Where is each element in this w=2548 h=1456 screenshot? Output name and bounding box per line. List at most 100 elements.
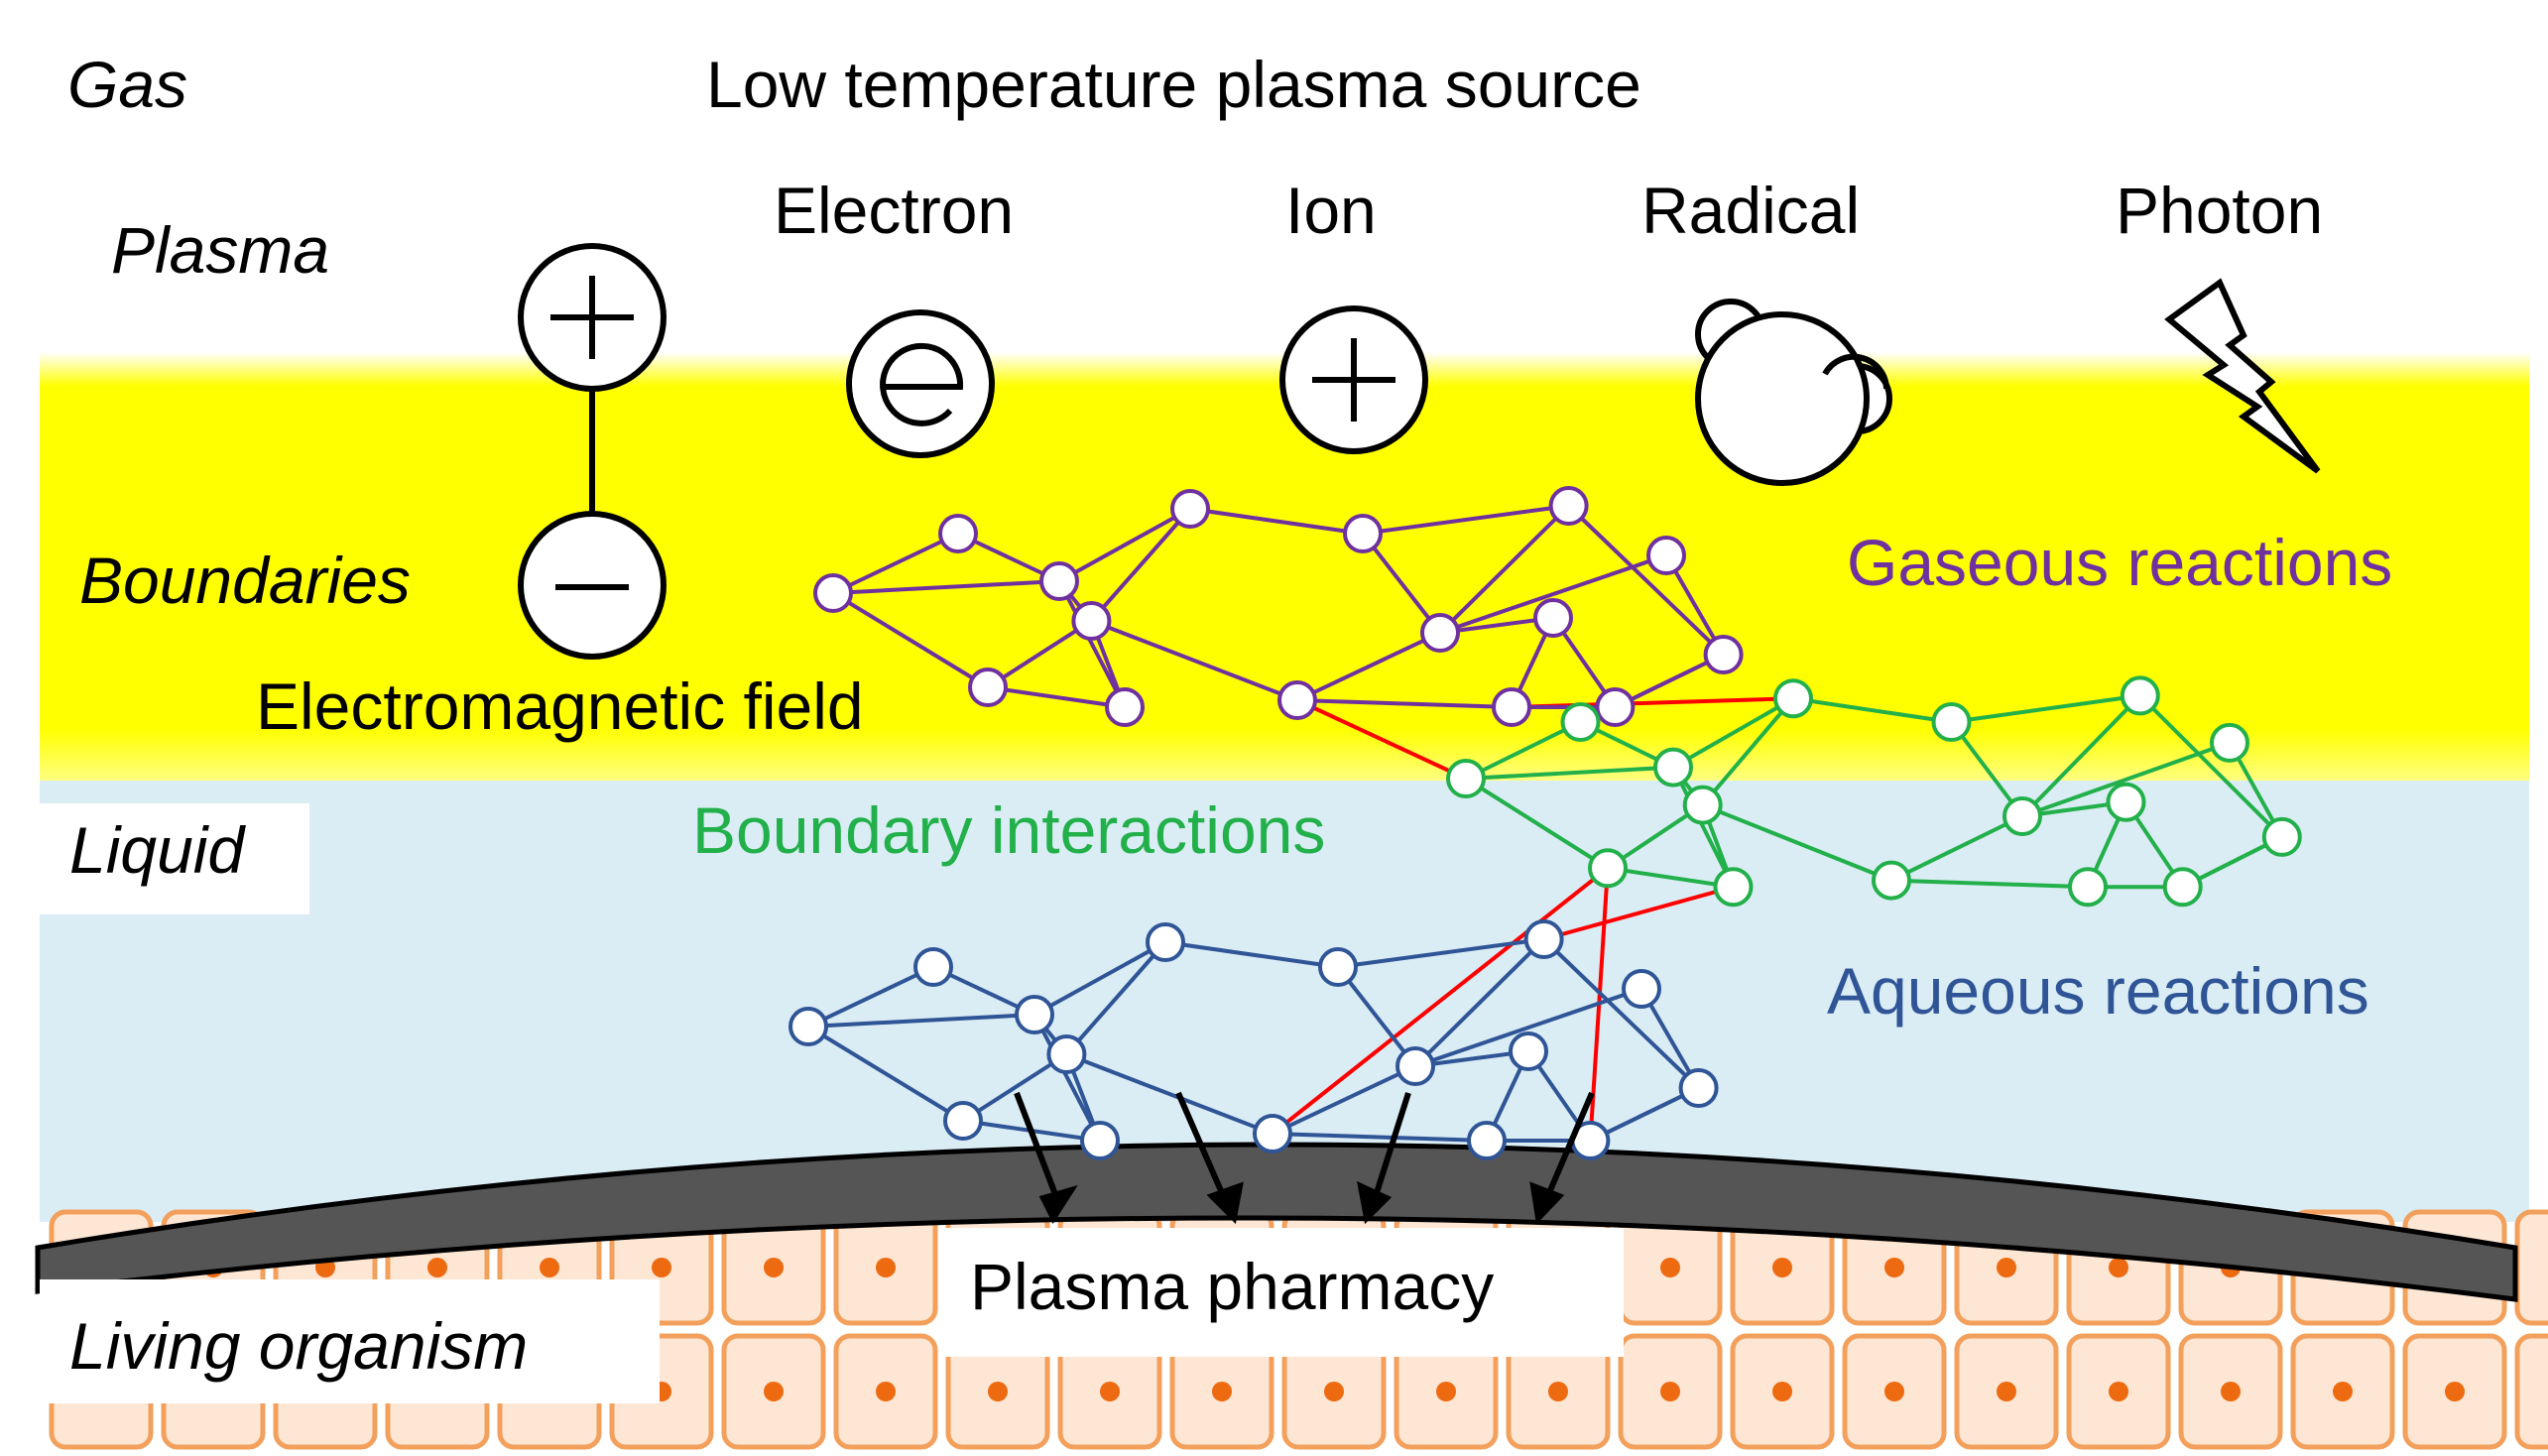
network-edge [2138, 693, 2284, 839]
network-node [1446, 759, 1486, 798]
network-node [1492, 687, 1531, 727]
network-edge [1189, 507, 1364, 536]
network-edge [2021, 741, 2231, 818]
network-node [1395, 1046, 1435, 1086]
network-node [1253, 1114, 1292, 1153]
network-node [913, 947, 953, 987]
network-edge [1361, 532, 1442, 635]
network-edge [1362, 504, 1569, 536]
network-node [943, 1101, 983, 1141]
network-edge [831, 591, 990, 689]
network-node [2002, 796, 2042, 836]
network-node [1318, 947, 1358, 987]
network-node [2068, 867, 2108, 908]
network-edge [1672, 696, 1794, 770]
network-edge [1589, 1086, 1700, 1143]
radical-label: Radical [1641, 174, 1860, 247]
network-node [1560, 702, 1601, 742]
tissue-cell [2402, 1333, 2507, 1450]
network-node [1548, 486, 1589, 526]
boundary-interaction-network [1446, 675, 2302, 908]
network-edge [1058, 507, 1191, 583]
network-edge [807, 1013, 1035, 1029]
network-edge [1272, 1064, 1416, 1136]
network-edge [1890, 814, 2023, 883]
gas-label: Gas [67, 48, 187, 121]
network-edge [806, 1025, 965, 1123]
network-node [1773, 678, 1813, 719]
delivery-arrows [1014, 1091, 1595, 1225]
ion-icon [1279, 305, 1428, 454]
network-node [1678, 1068, 1719, 1108]
network-edge [1336, 965, 1417, 1068]
network-node [1420, 613, 1460, 653]
network-node [2106, 782, 2146, 822]
network-node [1703, 635, 1744, 674]
interaction-link [1296, 698, 1467, 781]
organism-label: Living organism [69, 1309, 528, 1383]
network-edge [1465, 765, 1674, 781]
network-node [1277, 680, 1317, 720]
network-edge [1064, 940, 1167, 1056]
pharmacy-label: Plasma pharmacy [970, 1250, 1494, 1323]
network-edge [1567, 504, 1725, 657]
photon-label: Photon [2116, 174, 2323, 247]
tissue-cell [1730, 1333, 1835, 1450]
electron-icon [846, 309, 995, 458]
network-node [813, 573, 853, 613]
tissue-cell [2514, 1333, 2548, 1450]
tissue-cell [2290, 1333, 2395, 1450]
radical-icon [1695, 299, 1892, 486]
network-edge [1296, 631, 1441, 702]
network-edge [987, 685, 1126, 709]
network-node [789, 1007, 828, 1046]
network-node [1588, 848, 1628, 889]
network-edge [1438, 504, 1571, 635]
network-node [2120, 675, 2160, 716]
network-node [1931, 702, 1972, 742]
network-node [1646, 536, 1686, 575]
network-node [1039, 561, 1079, 601]
tissue-cell [721, 1333, 826, 1450]
network-node [1146, 922, 1185, 962]
network-edge [1414, 987, 1642, 1068]
network-edge [1065, 1052, 1274, 1136]
tissue-cell [2066, 1333, 2171, 1450]
network-edge [1413, 937, 1546, 1068]
organism-label-bg [40, 1279, 660, 1403]
network-node [1533, 598, 1573, 638]
network-edge [1701, 802, 1892, 883]
interaction-link [1271, 866, 1610, 1136]
network-node [1105, 687, 1145, 727]
dipole-icon [518, 243, 667, 660]
network-edge [1671, 766, 1736, 889]
network-node [1343, 514, 1383, 553]
network-node [2162, 867, 2203, 908]
network-edge [1701, 696, 1795, 806]
network-edge [1542, 937, 1700, 1090]
network-node [1653, 747, 1693, 788]
gaseous-label: Gaseous reactions [1847, 526, 2392, 599]
aqueous-reaction-network [789, 919, 1719, 1160]
lightning-icon [2164, 278, 2321, 474]
network-edge [1296, 698, 1513, 709]
network-node [1015, 995, 1054, 1034]
plasma-label: Plasma [111, 213, 329, 287]
network-node [1682, 785, 1723, 825]
boundary-interactions-label: Boundary interactions [692, 793, 1325, 867]
source-title: Low temperature plasma source [706, 48, 1641, 121]
network-edge [1464, 777, 1610, 870]
network-edge [2020, 694, 2142, 818]
network-edge [832, 532, 959, 595]
electron-label: Electron [774, 174, 1014, 247]
network-edge [961, 1052, 1068, 1123]
network-edge [986, 619, 1093, 689]
interaction-link [1543, 885, 1735, 941]
network-edge [1890, 878, 2089, 890]
network-edge [1951, 693, 2141, 724]
network-edge [1032, 1014, 1102, 1142]
network-edge [1057, 580, 1127, 708]
network-node [1872, 860, 1911, 901]
network-node [1080, 1121, 1120, 1160]
network-edge [1164, 940, 1339, 969]
